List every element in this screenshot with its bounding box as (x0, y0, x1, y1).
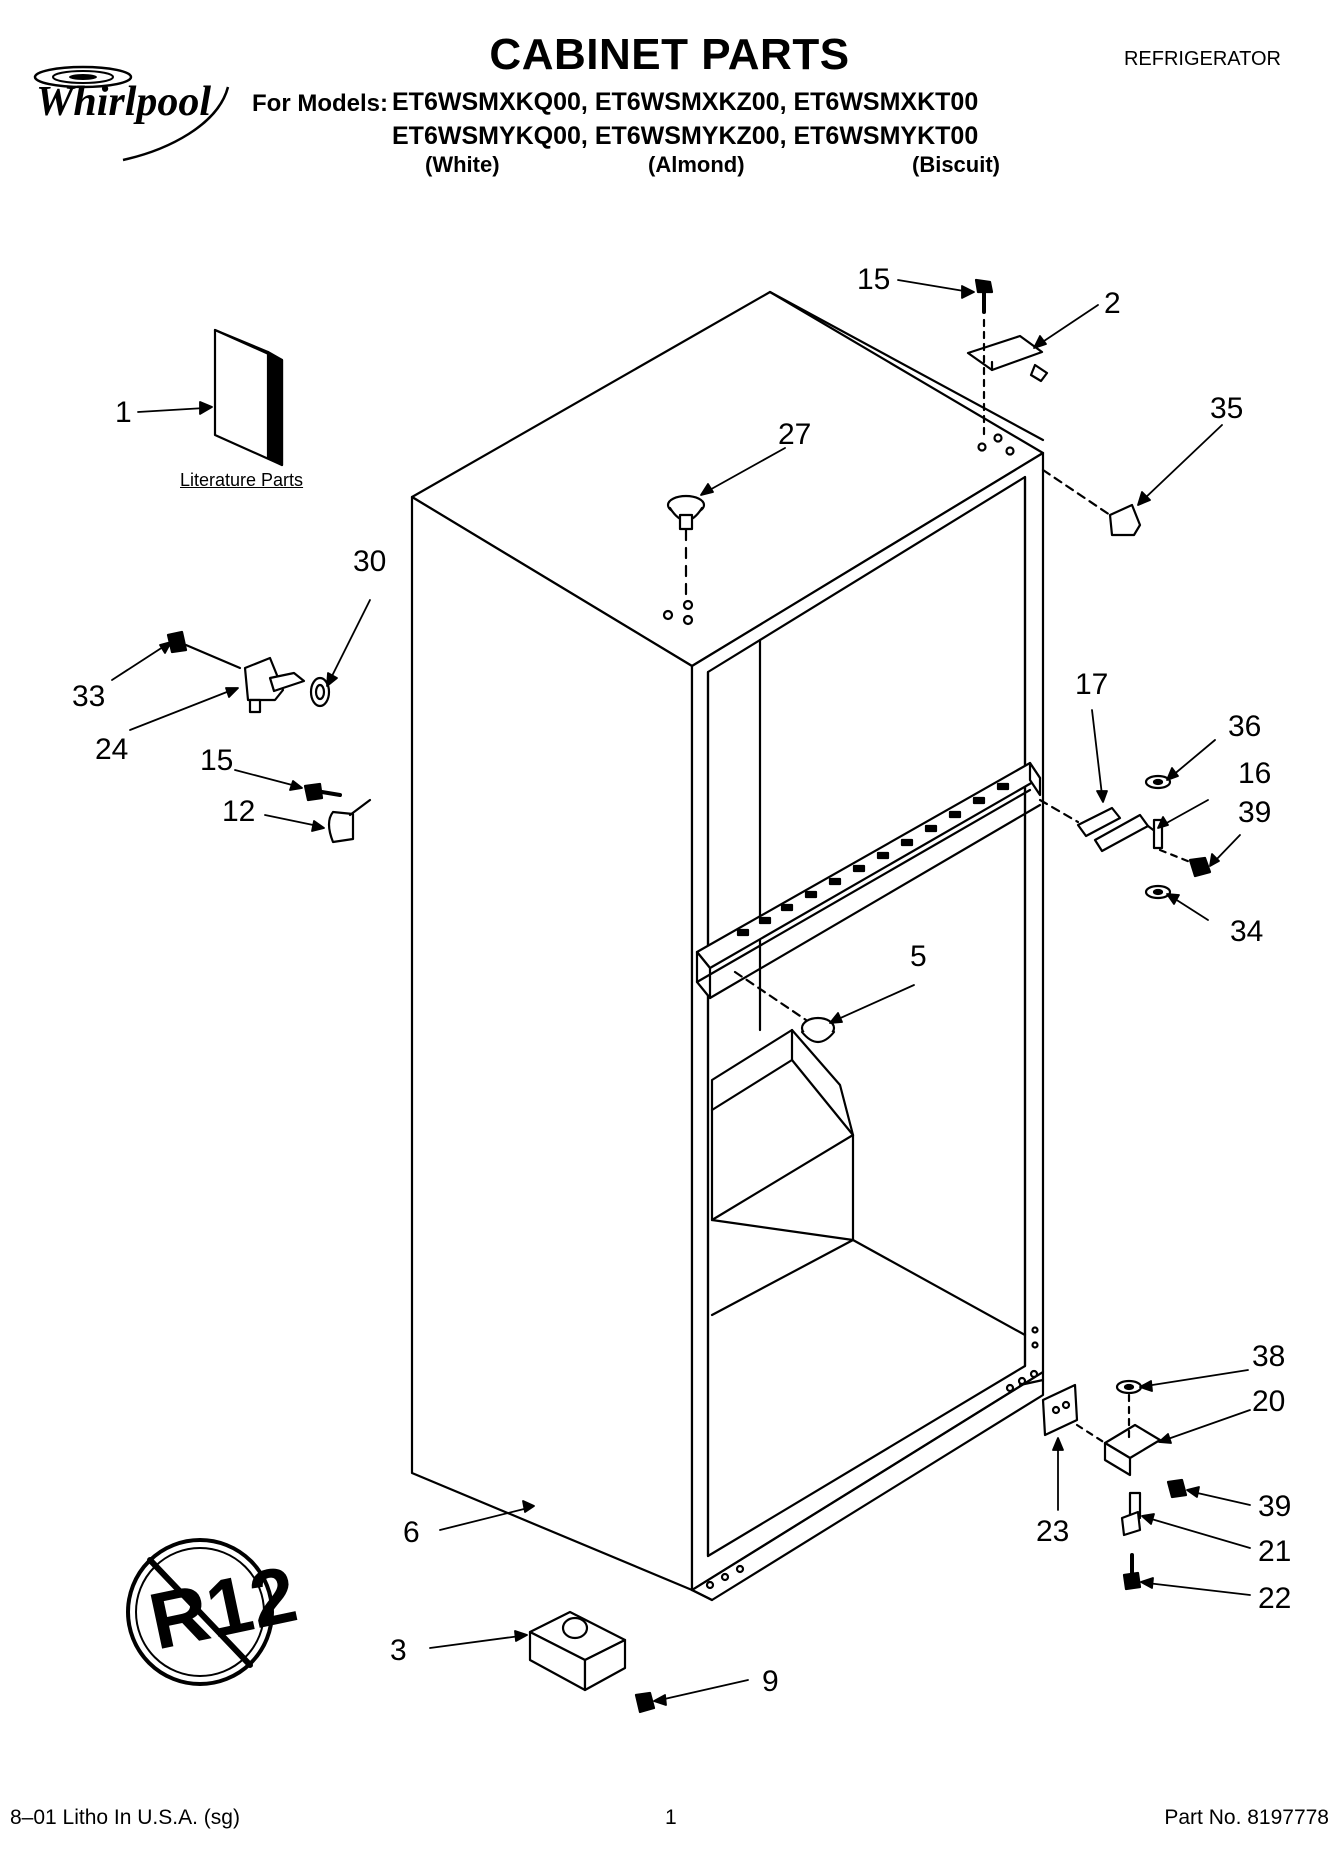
callout-15-side: 15 (200, 744, 234, 777)
hole-plug-27 (666, 494, 706, 531)
literature-booklet (213, 328, 284, 467)
callout-39-lower: 39 (1258, 1490, 1292, 1523)
callout-36: 36 (1228, 710, 1262, 743)
whirlpool-logo: Whirlpool (33, 65, 230, 162)
callout-35: 35 (1210, 392, 1244, 425)
callout-15-top: 15 (857, 263, 891, 296)
middle-hinge (1076, 774, 1212, 900)
callout-2: 2 (1104, 287, 1121, 320)
callout-23: 23 (1036, 1515, 1070, 1548)
callout-20: 20 (1252, 1385, 1286, 1418)
color-white: (White) (425, 152, 500, 177)
for-models-label: For Models: (252, 90, 388, 117)
callout-3: 3 (390, 1634, 407, 1667)
leveler-3 (528, 1610, 656, 1714)
callout-16: 16 (1238, 757, 1272, 790)
callout-9: 9 (762, 1665, 779, 1698)
no-r12-symbol: R12 (126, 1538, 304, 1686)
callout-38: 38 (1252, 1340, 1286, 1373)
callout-24: 24 (95, 733, 129, 766)
footer-litho: 8–01 Litho In U.S.A. (sg) (10, 1806, 240, 1829)
bottom-hinge (1041, 1379, 1188, 1591)
color-biscuit: (Biscuit) (912, 152, 1000, 177)
footer-page-number: 1 (665, 1806, 677, 1829)
callout-27: 27 (778, 418, 812, 451)
svg-text:Whirlpool: Whirlpool (36, 79, 211, 125)
door-stop-12 (327, 810, 355, 844)
callout-12: 12 (222, 795, 256, 828)
cam-assembly (166, 630, 331, 714)
callout-21: 21 (1258, 1535, 1292, 1568)
top-hinge (966, 334, 1049, 383)
leader-lines (111, 279, 1251, 1706)
footer-part-number: Part No. 8197778 (1164, 1806, 1329, 1829)
callout-1: 1 (115, 396, 132, 429)
callout-34: 34 (1230, 915, 1264, 948)
cabinet (410, 290, 1045, 1602)
models-row-1: ET6WSMXKQ00, ET6WSMXKZ00, ET6WSMXKT00 (392, 88, 979, 116)
models-row-2: ET6WSMYKQ00, ET6WSMYKZ00, ET6WSMYKT00 (392, 122, 979, 150)
page-title: CABINET PARTS (489, 30, 850, 79)
center-hinge-bar (695, 761, 1042, 1000)
product-type: REFRIGERATOR (1123, 48, 1281, 70)
callout-6: 6 (403, 1516, 420, 1549)
callout-39-upper: 39 (1238, 796, 1272, 829)
callout-22: 22 (1258, 1582, 1292, 1615)
hinge-cover-35 (1108, 503, 1142, 537)
callout-30: 30 (353, 545, 387, 578)
callout-33: 33 (72, 680, 106, 713)
literature-parts-label: Literature Parts (180, 470, 304, 490)
color-almond: (Almond) (648, 152, 745, 177)
callout-5: 5 (910, 940, 927, 973)
screw-15-side (303, 782, 324, 802)
plug-5 (800, 1016, 836, 1044)
screw-15-top (974, 278, 994, 314)
callout-17: 17 (1075, 668, 1109, 701)
